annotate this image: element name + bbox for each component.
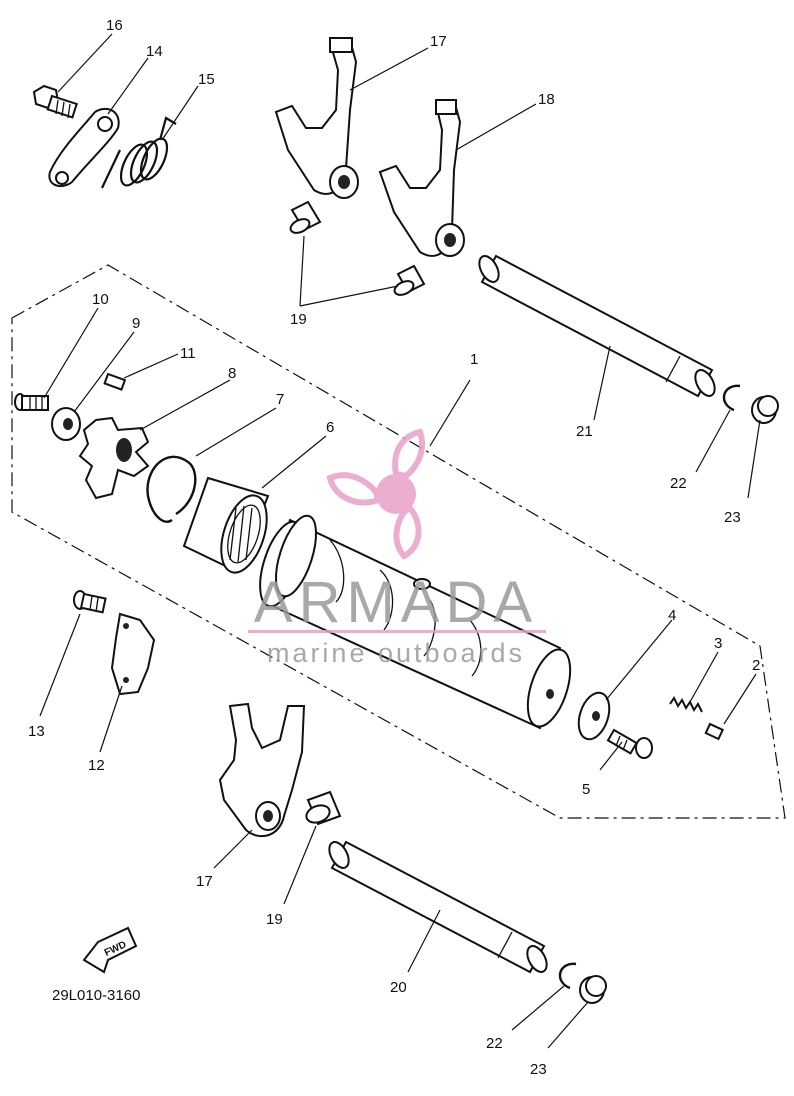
pin-2 — [704, 722, 725, 741]
callout-23-bottom: 23 — [530, 1061, 547, 1078]
callout-7: 7 — [276, 391, 284, 408]
bearing-6 — [182, 476, 270, 574]
watermark-tagline: marine outboards — [267, 638, 525, 668]
callout-5: 5 — [582, 781, 590, 798]
callout-15: 15 — [198, 71, 215, 88]
washer-9 — [51, 407, 81, 441]
callout-16: 16 — [106, 17, 123, 34]
fwd-arrow-icon: FWD — [82, 926, 138, 974]
shift-fork-17-top — [274, 37, 359, 199]
callout-3: 3 — [714, 635, 722, 652]
roller-19-b — [393, 264, 426, 296]
fork-shaft-20 — [328, 840, 548, 974]
callout-4: 4 — [668, 607, 676, 624]
callout-8: 8 — [228, 365, 236, 382]
spring-3 — [669, 696, 703, 713]
leader-lines — [39, 33, 761, 1049]
callout-11: 11 — [180, 345, 196, 362]
shift-fork-17-bottom — [218, 702, 306, 838]
callout-19-bottom: 19 — [266, 911, 283, 928]
shift-fork-18 — [378, 98, 465, 257]
callout-21: 21 — [576, 423, 593, 440]
shift-drum-1 — [259, 514, 572, 730]
pin-11 — [103, 372, 127, 391]
screw-10 — [14, 393, 49, 411]
callout-18: 18 — [538, 91, 555, 108]
cap-23-top — [751, 395, 779, 424]
plate-4 — [577, 691, 611, 741]
lever-14 — [48, 107, 120, 188]
watermark: ARMADA marine outboards — [248, 428, 546, 668]
screw-13 — [73, 590, 107, 614]
callout-6: 6 — [326, 419, 334, 436]
roller-19-a — [289, 200, 322, 234]
bolt-16 — [32, 84, 78, 119]
callout-23-top: 23 — [724, 509, 741, 526]
diagram-code: 29L010-3160 — [52, 987, 140, 1004]
roller-19-c — [305, 790, 342, 826]
circlip-22-bottom — [558, 962, 577, 990]
callout-13: 13 — [28, 723, 45, 740]
callout-12: 12 — [88, 757, 105, 774]
callout-20: 20 — [390, 979, 407, 996]
circlip-22-top — [722, 384, 741, 412]
callout-2: 2 — [752, 657, 760, 674]
spring-15 — [101, 116, 177, 189]
callouts: 16 14 15 17 18 19 10 9 11 8 7 6 1 21 22 … — [28, 17, 760, 1078]
callout-9: 9 — [132, 315, 140, 332]
callout-1: 1 — [470, 351, 478, 368]
callout-17-top: 17 — [430, 33, 447, 50]
screw-5 — [606, 728, 653, 759]
callout-22-top: 22 — [670, 475, 687, 492]
watermark-brand: ARMADA — [254, 570, 538, 635]
assembly-boundary — [11, 264, 786, 819]
callout-22-bottom: 22 — [486, 1035, 503, 1052]
callout-17-bottom: 17 — [196, 873, 213, 890]
cap-23-bottom — [579, 975, 607, 1004]
circlip-7 — [146, 455, 197, 523]
callout-10: 10 — [92, 291, 109, 308]
callout-19-top: 19 — [290, 311, 307, 328]
segment-8 — [78, 416, 150, 500]
propeller-logo-icon — [326, 428, 426, 560]
callout-14: 14 — [146, 43, 163, 60]
stopper-12 — [110, 612, 156, 696]
fork-shaft-21 — [478, 254, 716, 398]
